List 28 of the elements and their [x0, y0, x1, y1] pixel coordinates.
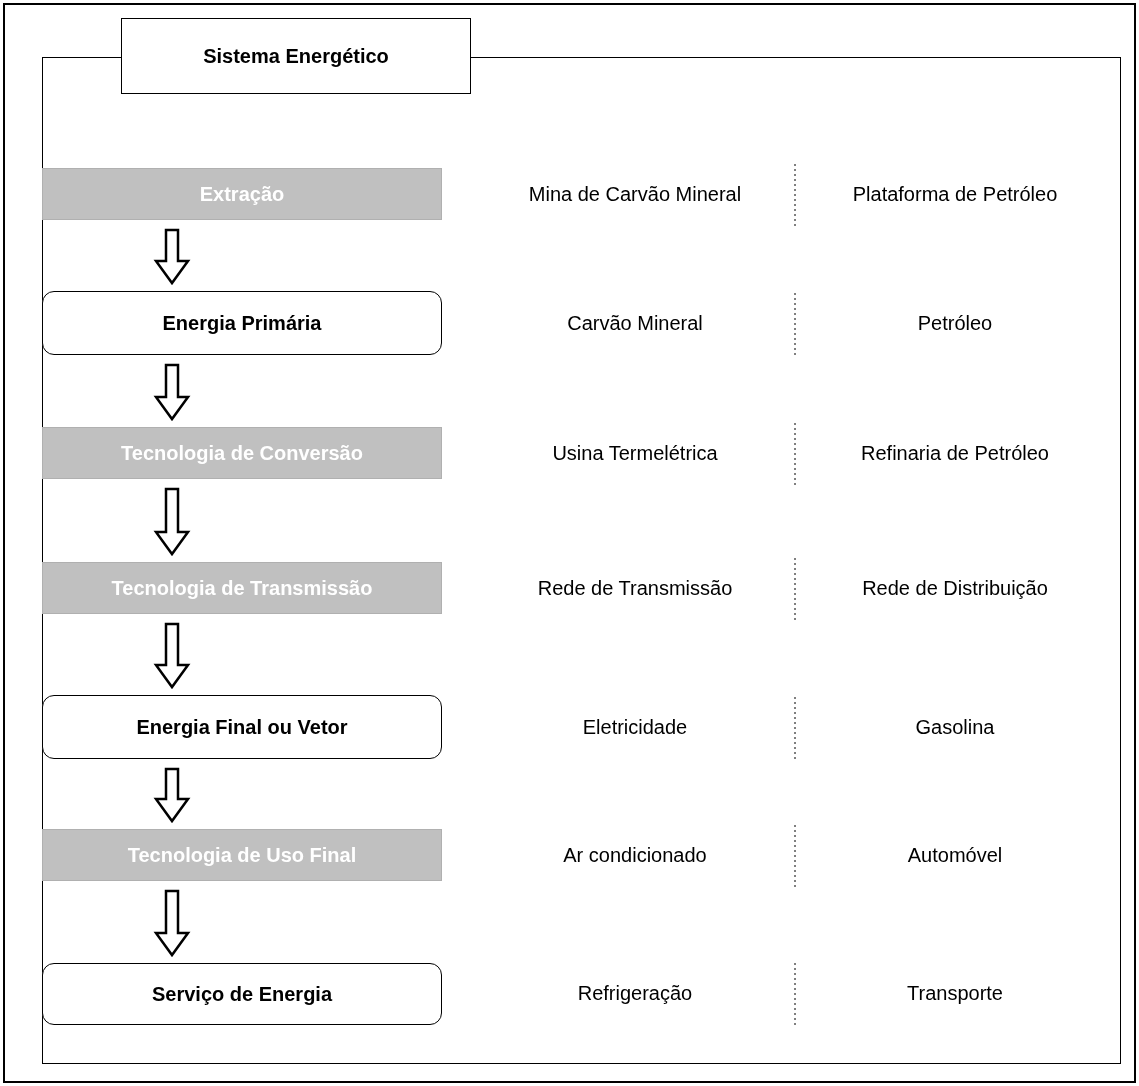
hollow-arrow: [153, 228, 191, 286]
example-label: Eletricidade: [581, 715, 689, 739]
stage-box: Tecnologia de Uso Final: [42, 829, 442, 881]
hollow-arrow: [153, 889, 191, 958]
example-label: Rede de Transmissão: [536, 576, 734, 600]
example-label: Ar condicionado: [562, 843, 708, 867]
example-label: Mina de Carvão Mineral: [527, 182, 743, 206]
title-box: Sistema Energético: [121, 18, 471, 94]
stage-box: Tecnologia de Transmissão: [42, 562, 442, 614]
hollow-arrow: [153, 622, 191, 690]
example-label: Refrigeração: [576, 981, 694, 1005]
example-label: Plataforma de Petróleo: [851, 182, 1059, 206]
example-label: Refinaria de Petróleo: [860, 441, 1050, 465]
example-label: Rede de Distribuição: [861, 576, 1049, 600]
example-label: Usina Termelétrica: [551, 441, 719, 465]
hollow-arrow: [153, 363, 191, 422]
stage-box: Extração: [42, 168, 442, 220]
hollow-arrow: [153, 487, 191, 557]
stage-box: Tecnologia de Conversão: [42, 427, 442, 479]
example-label: Gasolina: [914, 715, 996, 739]
example-label: Transporte: [906, 981, 1004, 1005]
stage-rounded-box: Serviço de Energia: [42, 963, 442, 1025]
example-label: Carvão Mineral: [566, 311, 704, 335]
stage-rounded-box: Energia Final ou Vetor: [42, 695, 442, 759]
example-label: Automóvel: [906, 843, 1004, 867]
stage-rounded-box: Energia Primária: [42, 291, 442, 355]
example-label: Petróleo: [916, 311, 994, 335]
hollow-arrow: [153, 767, 191, 824]
